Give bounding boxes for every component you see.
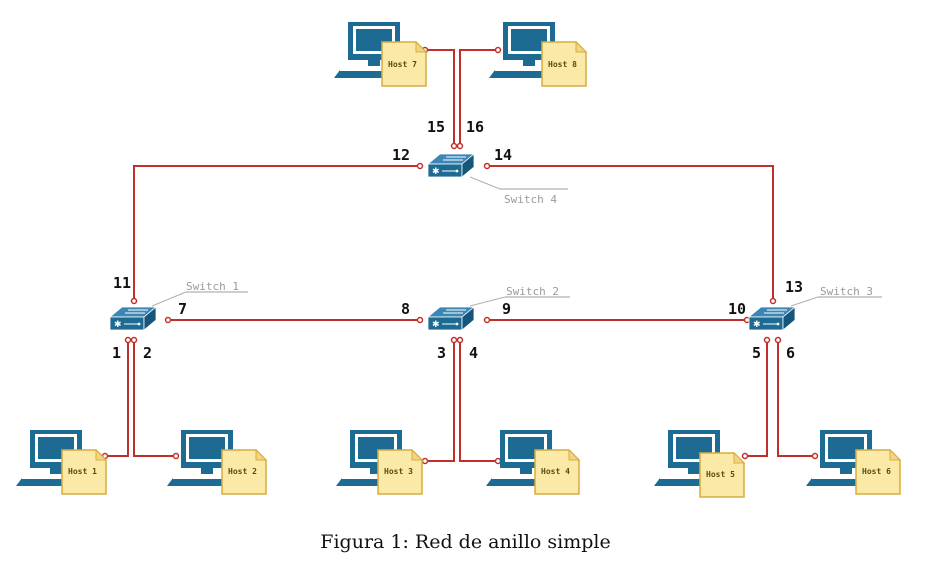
host-4-label: Host 4 (541, 467, 570, 476)
port-label-5: 5 (752, 344, 761, 362)
port-label-14: 14 (494, 146, 512, 164)
host-1-label: Host 1 (68, 467, 97, 476)
host-4[interactable]: Host 4 (486, 430, 580, 495)
port-label-1: 1 (112, 344, 121, 362)
switch-4[interactable]: Switch 4 (427, 153, 568, 206)
port-label-6: 6 (786, 344, 795, 362)
port-label-11: 11 (113, 274, 131, 292)
host-3-label: Host 3 (384, 467, 413, 476)
port-label-7: 7 (178, 300, 187, 318)
host-5[interactable]: Host 5 (654, 430, 745, 498)
switch-3[interactable]: Switch 3 (748, 285, 882, 331)
switch-2-label: Switch 2 (506, 285, 559, 298)
host-8[interactable]: Host 8 (489, 22, 587, 87)
host-2-label: Host 2 (228, 467, 257, 476)
host-7[interactable]: Host 7 (334, 22, 427, 87)
switch-icon (109, 306, 157, 331)
switch-icon (748, 306, 796, 331)
port-label-2: 2 (143, 344, 152, 362)
link-s4-h7 (425, 49, 455, 146)
port-label-13: 13 (785, 278, 803, 296)
link-s1-s4 (133, 165, 420, 301)
link-s4-s3 (487, 165, 774, 301)
port-labels: 1 2 3 4 5 6 7 8 9 10 11 12 13 14 15 16 (112, 118, 803, 362)
figure-caption: Figura 1: Red de anillo simple (320, 531, 611, 553)
switch-2[interactable]: Switch 2 (427, 285, 570, 331)
switch-1-label: Switch 1 (186, 280, 239, 293)
link-s2-h4 (459, 340, 498, 462)
link-s4-h8 (459, 49, 498, 146)
link-s2-h3 (425, 340, 455, 462)
link-s3-h5 (745, 340, 768, 457)
host-6-label: Host 6 (862, 467, 891, 476)
link-s3-h6 (777, 340, 815, 457)
port-label-16: 16 (466, 118, 484, 136)
port-label-15: 15 (427, 118, 445, 136)
host-1[interactable]: Host 1 (16, 430, 107, 495)
link-s1-h1 (105, 340, 129, 457)
port-label-8: 8 (401, 300, 410, 318)
port-label-12: 12 (392, 146, 410, 164)
switch-icon (427, 153, 475, 178)
links (105, 49, 815, 462)
host-5-label: Host 5 (706, 470, 735, 479)
host-2[interactable]: Host 2 (167, 430, 267, 495)
switch-3-label: Switch 3 (820, 285, 873, 298)
switch-1[interactable]: Switch 1 (109, 280, 248, 331)
port-label-9: 9 (502, 300, 511, 318)
link-s1-h2 (133, 340, 176, 457)
switch-4-label: Switch 4 (504, 193, 557, 206)
host-3[interactable]: Host 3 (336, 430, 423, 495)
host-7-label: Host 7 (388, 60, 417, 69)
host-8-label: Host 8 (548, 60, 577, 69)
host-6[interactable]: Host 6 (806, 430, 901, 495)
port-label-4: 4 (469, 344, 478, 362)
port-label-3: 3 (437, 344, 446, 362)
switch-icon (427, 306, 475, 331)
port-label-10: 10 (728, 300, 746, 318)
